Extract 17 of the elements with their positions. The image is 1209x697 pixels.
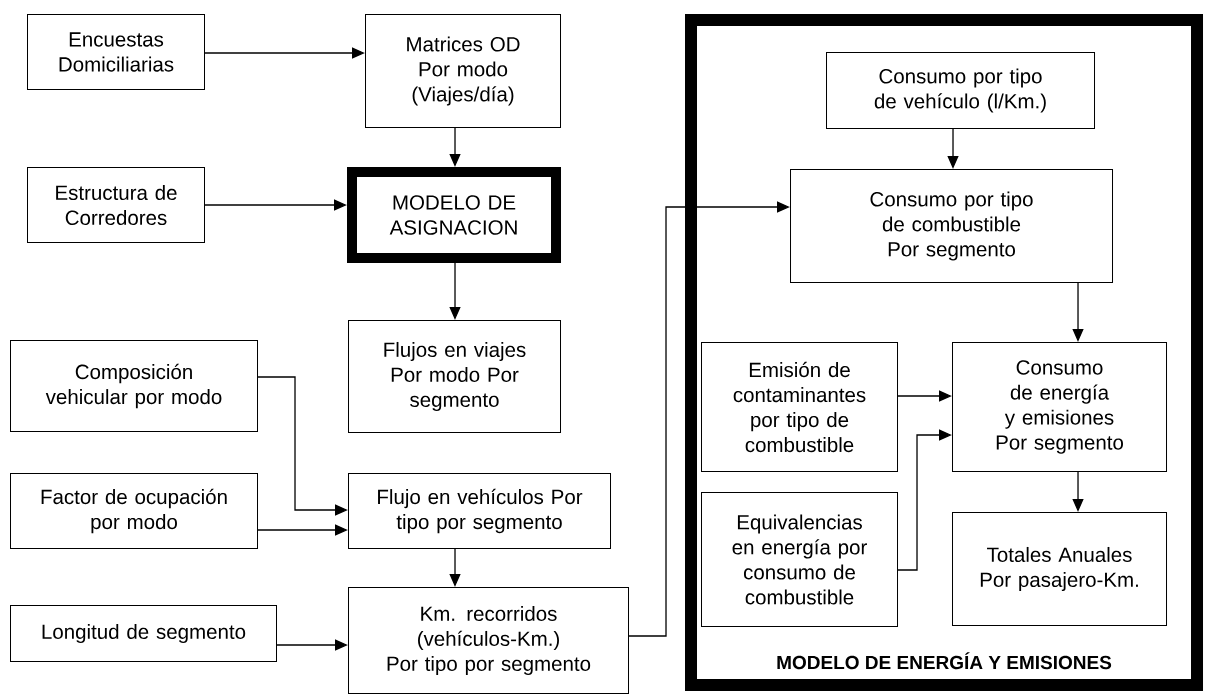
frame-heading: MODELO DE ENERGÍA Y EMISIONES <box>777 652 1112 670</box>
input-box: Estructura de Corredores <box>27 167 205 243</box>
process-box: Flujos en viajes Por modo Por segmento <box>348 320 561 433</box>
process-box: Matrices OD Por modo (Viajes/día) <box>365 14 561 128</box>
process-box: Km. recorridos (vehículos-Km.) Por tipo por segmento <box>348 587 629 694</box>
model-box: MODELO DE ASIGNACION <box>347 167 561 263</box>
input-box: Equivalencias en energía por consumo de combustible <box>701 492 898 627</box>
input-box: Composición vehicular por modo <box>10 340 258 432</box>
input-box: Emisión de contaminantes por tipo de combustible <box>701 342 898 472</box>
process-box: Consumo de energía y emisiones Por segmento <box>952 342 1167 472</box>
input-box: Encuestas Domiciliarias <box>27 14 205 90</box>
result-box: Totales Anuales Por pasajero-Km. <box>952 512 1167 626</box>
input-box: Factor de ocupación por modo <box>10 473 258 549</box>
input-box: Longitud de segmento <box>10 605 277 662</box>
input-box: Consumo por tipo de vehículo (l/Km.) <box>826 52 1095 129</box>
process-box: Consumo por tipo de combustible Por segmento <box>790 169 1113 283</box>
process-box: Flujo en vehículos Por tipo por segmento <box>348 473 611 549</box>
